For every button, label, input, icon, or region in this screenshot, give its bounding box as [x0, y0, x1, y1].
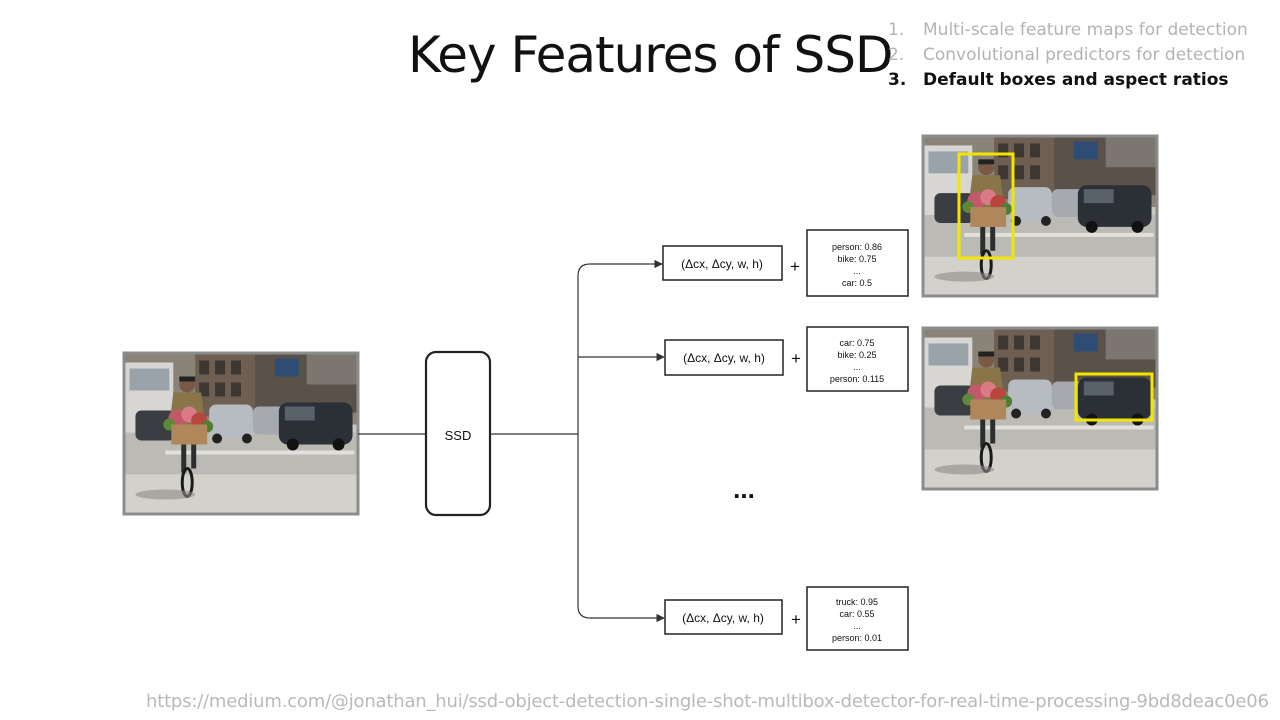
plus-sign: +: [791, 349, 801, 368]
branch-3: (Δcx, Δcy, w, h) + truck: 0.95 car: 0.55…: [664, 586, 909, 651]
score-line: truck: 0.95: [836, 597, 878, 607]
score-box: [806, 326, 909, 392]
feature-item-label: Multi-scale feature maps for detection: [923, 20, 1248, 40]
ssd-block: SSD: [424, 350, 492, 517]
score-line: person: 0.01: [832, 633, 882, 643]
feature-item-label: Default boxes and aspect ratios: [923, 70, 1229, 90]
score-line: ...: [853, 621, 861, 631]
score-line: car: 0.75: [839, 338, 874, 348]
feature-item-number: 1.: [888, 20, 905, 40]
car-detection-box: [1074, 372, 1154, 422]
connector-line: [577, 605, 591, 619]
score-line: bike: 0.75: [837, 254, 876, 264]
score-line: car: 0.5: [842, 278, 872, 288]
score-line: ...: [853, 362, 861, 372]
score-line: person: 0.86: [832, 242, 882, 252]
source-link[interactable]: https://medium.com/@jonathan_hui/ssd-obj…: [146, 691, 1269, 712]
offset-box: [664, 339, 784, 376]
offset-label: (Δcx, Δcy, w, h): [683, 351, 765, 365]
feature-item-3: 3. Default boxes and aspect ratios: [888, 68, 1248, 93]
feature-item-number: 3.: [888, 70, 907, 90]
offset-box: [664, 599, 783, 635]
feature-item-2: 2. Convolutional predictors for detectio…: [888, 43, 1248, 68]
slide-title: Key Features of SSD: [408, 26, 893, 84]
score-line: ...: [853, 266, 861, 276]
score-line: person: 0.115: [830, 374, 884, 384]
score-line: car: 0.55: [839, 609, 874, 619]
person-detection-box: [957, 152, 1015, 260]
score-line: bike: 0.25: [837, 350, 876, 360]
branch-2: (Δcx, Δcy, w, h) + car: 0.75 bike: 0.25 …: [664, 326, 909, 392]
offset-label: (Δcx, Δcy, w, h): [681, 257, 763, 271]
feature-list: 1. Multi-scale feature maps for detectio…: [888, 18, 1248, 93]
plus-sign: +: [791, 610, 801, 629]
output-image-person: [921, 134, 1159, 298]
ssd-label: SSD: [445, 428, 472, 443]
feature-item-number: 2.: [888, 45, 905, 65]
score-box: [806, 229, 909, 297]
connector-line: [577, 263, 591, 277]
output-image-car: [921, 326, 1159, 491]
input-image: [122, 351, 360, 516]
plus-sign: +: [790, 257, 800, 276]
feature-item-1: 1. Multi-scale feature maps for detectio…: [888, 18, 1248, 43]
ellipsis: ...: [733, 474, 755, 504]
offset-box: [662, 245, 783, 281]
score-box: [806, 586, 909, 651]
offset-label: (Δcx, Δcy, w, h): [682, 611, 764, 625]
feature-item-label: Convolutional predictors for detection: [923, 45, 1246, 65]
branch-1: (Δcx, Δcy, w, h) + person: 0.86 bike: 0.…: [662, 229, 909, 297]
